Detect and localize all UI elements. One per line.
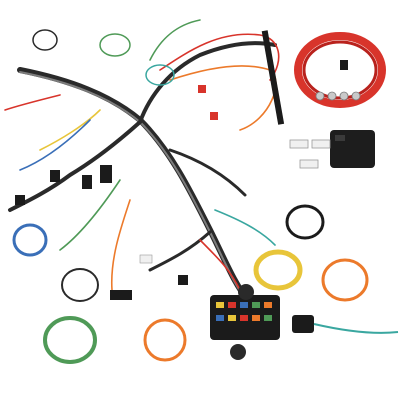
relay-box-detail [335, 135, 345, 141]
fuse-holders [289, 139, 331, 169]
black-rod [261, 30, 285, 125]
fuse-panel [210, 284, 280, 360]
bottom-wire-coils [12, 204, 369, 364]
connectors [15, 60, 348, 300]
red-wire-coil [294, 32, 386, 108]
branch-wires [4, 19, 280, 291]
main-harness-trunk [8, 41, 277, 303]
coiled-wire-top-left [32, 29, 175, 86]
switch-component [292, 315, 399, 334]
ring-terminals [315, 91, 361, 101]
